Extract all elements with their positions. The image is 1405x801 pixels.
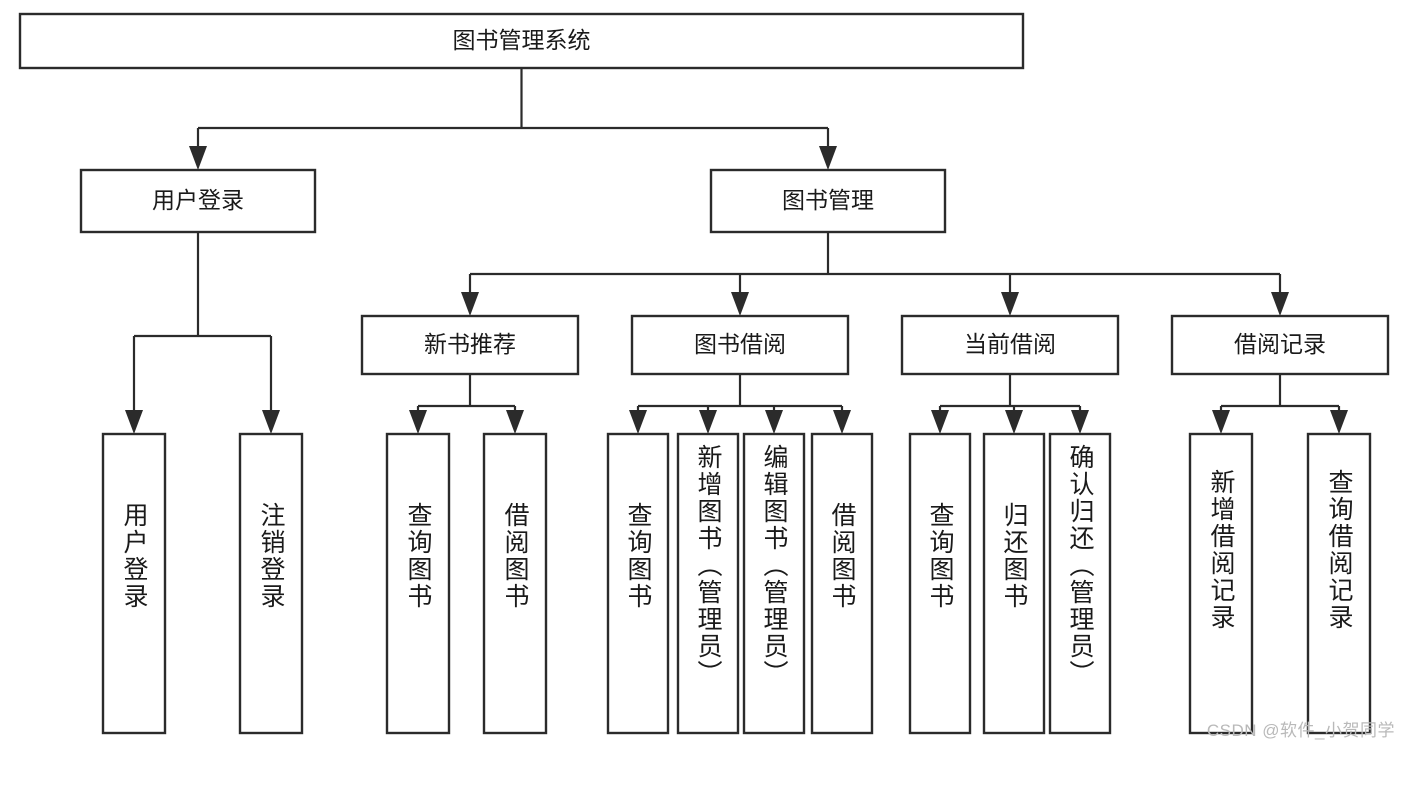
current-borrow-box[interactable] <box>900 314 1120 376</box>
leaf-box-add-book[interactable] <box>676 432 740 735</box>
node-book-management[interactable]: 图书管理 <box>709 168 947 234</box>
arrow-to-newbook <box>461 292 479 316</box>
diagram-canvas: 图书管理系统 用户登录 图书管理 新书推荐 图书借阅 当前借阅 借阅记录 <box>18 12 1395 740</box>
leaf-box-add-record[interactable] <box>1188 432 1254 735</box>
tree-diagram-svg: 图书管理系统 用户登录 图书管理 新书推荐 图书借阅 当前借阅 借阅记录 <box>18 12 1390 735</box>
book-management-label: 图书管理 <box>782 187 874 213</box>
leaf-box-query-book-1[interactable] <box>385 432 451 735</box>
leaf-box-confirm-return[interactable] <box>1048 432 1112 735</box>
book-management-box[interactable] <box>709 168 947 234</box>
csdn-watermark: CSDN @软件_小贺同学 <box>1206 721 1395 740</box>
user-login-box[interactable] <box>79 168 317 234</box>
arrow-to-leaf-query-book-2 <box>629 410 647 434</box>
leaf-box-user-login[interactable] <box>101 432 167 735</box>
node-borrow-record[interactable]: 借阅记录 <box>1170 314 1390 376</box>
leaf-box-return-book[interactable] <box>982 432 1046 735</box>
arrow-to-borrow-record <box>1271 292 1289 316</box>
arrow-to-leaf-query-book-3 <box>931 410 949 434</box>
new-book-recommend-box[interactable] <box>360 314 580 376</box>
new-book-recommend-label: 新书推荐 <box>424 331 516 357</box>
node-book-borrow[interactable]: 图书借阅 <box>630 314 850 376</box>
node-new-book-recommend[interactable]: 新书推荐 <box>360 314 580 376</box>
arrow-to-bookmgmt <box>819 146 837 170</box>
arrow-to-leaf-borrow-book-1 <box>506 410 524 434</box>
borrow-record-label: 借阅记录 <box>1234 331 1326 357</box>
arrow-to-borrow <box>731 292 749 316</box>
arrow-to-leaf-confirm-return <box>1071 410 1089 434</box>
node-current-borrow[interactable]: 当前借阅 <box>900 314 1120 376</box>
arrow-to-leaf-return-book <box>1005 410 1023 434</box>
arrow-to-current-borrow <box>1001 292 1019 316</box>
arrow-to-userlogin <box>189 146 207 170</box>
arrow-to-leaf-borrow-book-2 <box>833 410 851 434</box>
user-login-label: 用户登录 <box>152 187 244 213</box>
root-box[interactable] <box>18 12 1025 70</box>
connector-layer <box>125 68 1348 434</box>
leaf-box-edit-book[interactable] <box>742 432 806 735</box>
arrow-to-leaf-add-book <box>699 410 717 434</box>
book-borrow-box[interactable] <box>630 314 850 376</box>
node-root[interactable]: 图书管理系统 <box>18 12 1025 70</box>
arrow-to-leaf-query-book-1 <box>409 410 427 434</box>
arrow-to-leaf-edit-book <box>765 410 783 434</box>
node-user-login[interactable]: 用户登录 <box>79 168 317 234</box>
leaf-box-layer <box>101 432 1372 735</box>
borrow-record-box[interactable] <box>1170 314 1390 376</box>
arrow-to-leaf-query-record <box>1330 410 1348 434</box>
root-label: 图书管理系统 <box>453 27 591 53</box>
leaf-box-logout[interactable] <box>238 432 304 735</box>
arrow-to-leaf-logout <box>262 410 280 434</box>
book-borrow-label: 图书借阅 <box>694 331 786 357</box>
leaf-box-borrow-book-1[interactable] <box>482 432 548 735</box>
leaf-box-query-book-2[interactable] <box>606 432 670 735</box>
arrow-to-leaf-user-login <box>125 410 143 434</box>
leaf-box-borrow-book-2[interactable] <box>810 432 874 735</box>
arrow-to-leaf-add-record <box>1212 410 1230 434</box>
leaf-box-query-book-3[interactable] <box>908 432 972 735</box>
leaf-box-query-record[interactable] <box>1306 432 1372 735</box>
current-borrow-label: 当前借阅 <box>964 331 1056 357</box>
